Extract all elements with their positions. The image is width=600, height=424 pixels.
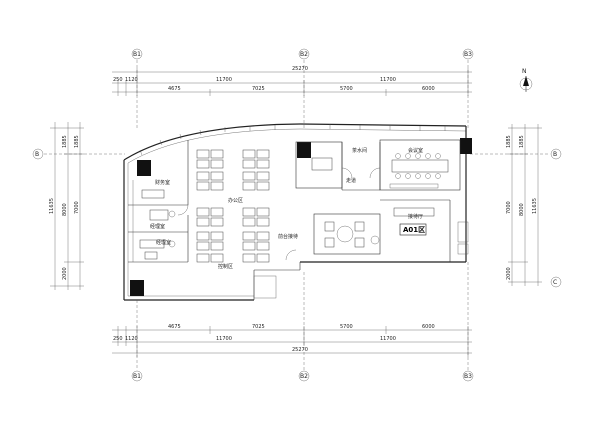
room-lounge: 接待厅: [408, 213, 423, 220]
lounge-furniture: [311, 157, 435, 248]
workstations-top: [196, 149, 270, 191]
grid-bottom-b1: B1: [133, 373, 141, 380]
right-grid: B C: [470, 148, 562, 288]
dim-left-2000: 2000: [62, 267, 68, 280]
dim-left-total: 11635: [49, 198, 55, 214]
dim-sub2-bottom: 7025: [252, 324, 265, 330]
grid-left-b: B: [35, 151, 39, 158]
building-outline: [123, 123, 467, 301]
bottom-dimensions: 4675 7025 5700 6000 11700 11700 25270 25…: [112, 324, 472, 357]
dim-sub3-bottom: 5700: [340, 324, 353, 330]
room-control: 控制区: [218, 263, 233, 270]
column-4: [130, 280, 144, 296]
dim-right-7000: 7000: [506, 201, 512, 214]
north-label: N: [522, 68, 527, 75]
column-2: [297, 142, 311, 158]
dim-bay2-bottom: 11700: [380, 336, 396, 342]
top-dimensions: 25270 11700 11700 4675 7025 5700 6000 25…: [112, 66, 472, 96]
room-labels: 财务室 办公区 经理室 经理室 前台接待 茶水间 会议室 走道 接待厅 控制区: [150, 147, 423, 270]
workstations-bottom: [196, 207, 270, 263]
dim-right-1885b: 1885: [519, 135, 525, 148]
right-dimensions: 1885 1885 7000 8000 11635 2000: [506, 124, 542, 286]
interior-walls: [128, 139, 469, 299]
grid-top-b2: B2: [300, 51, 308, 58]
dim-bay1-top: 11700: [216, 77, 232, 83]
dim-sub3-top: 5700: [340, 86, 353, 92]
room-office-area: 办公区: [228, 197, 243, 204]
dim-small1-top: 250: [113, 77, 123, 83]
dim-right-8000: 8000: [519, 203, 525, 216]
meeting-table: [389, 153, 449, 189]
dim-sub1-top: 4675: [168, 86, 181, 92]
grid-right-c: C: [553, 279, 557, 286]
dim-bay1-bottom: 11700: [216, 336, 232, 342]
room-manager-2: 经理室: [156, 239, 171, 246]
north-arrow-icon: N: [519, 68, 533, 92]
left-dimensions: 11635 8000 7000 1885 1885 2000: [49, 122, 84, 290]
room-pantry: 茶水间: [352, 147, 367, 154]
room-reception: 前台接待: [278, 233, 298, 240]
bottom-grid: B1 B2 B3: [131, 262, 474, 382]
dim-right-2000: 2000: [506, 267, 512, 280]
dim-right-1885a: 1885: [506, 135, 512, 148]
dim-small2-top: 1120: [125, 77, 138, 83]
dim-overall-top: 25270: [292, 66, 308, 72]
dim-sub4-top: 6000: [422, 86, 435, 92]
grid-top-b3: B3: [464, 51, 472, 58]
room-manager-1: 经理室: [150, 223, 165, 230]
dim-small1-bottom: 250: [113, 336, 123, 342]
room-meeting: 会议室: [408, 147, 423, 154]
column-3: [460, 138, 472, 154]
dim-right-total: 11635: [532, 198, 538, 214]
dim-sub2-top: 7025: [252, 86, 265, 92]
zone-label-box: A01区: [399, 223, 427, 236]
columns: [130, 138, 472, 296]
room-finance: 财务室: [155, 179, 170, 186]
column-1: [137, 160, 151, 176]
zone-label: A01区: [403, 226, 425, 234]
dim-left-1885a: 1885: [62, 135, 68, 148]
dim-left-7000: 7000: [74, 201, 80, 214]
dim-sub1-bottom: 4675: [168, 324, 181, 330]
grid-right-b: B: [553, 151, 557, 158]
grid-bottom-b2: B2: [300, 373, 308, 380]
dim-bay2-top: 11700: [380, 77, 396, 83]
grid-bottom-b3: B3: [464, 373, 472, 380]
left-grid: B: [32, 148, 125, 160]
dim-left-1885b: 1885: [74, 135, 80, 148]
grid-top-b1: B1: [133, 51, 141, 58]
dim-left-8000: 8000: [62, 203, 68, 216]
dim-sub4-bottom: 6000: [422, 324, 435, 330]
dim-overall-bottom: 25270: [292, 347, 308, 353]
room-corridor: 走道: [346, 177, 356, 184]
left-room-furniture: [139, 189, 176, 260]
dim-small2-bottom: 1120: [125, 336, 138, 342]
